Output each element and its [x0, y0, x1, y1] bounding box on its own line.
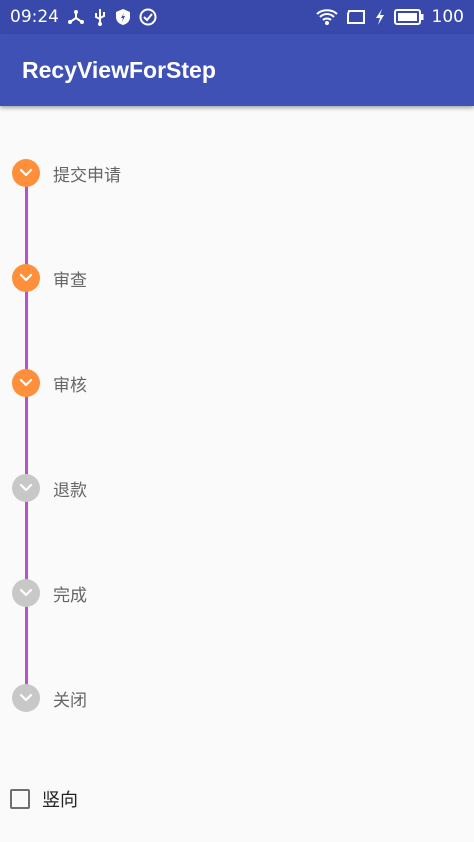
chevron-down-icon: [12, 264, 40, 292]
vertical-toggle[interactable]: 竖向: [10, 786, 78, 812]
usb-debug-icon: [93, 8, 107, 26]
vertical-checkbox[interactable]: [10, 789, 30, 809]
step-connector-line: [25, 173, 28, 698]
screen-icon: [346, 9, 366, 25]
step-label: 完成: [53, 585, 87, 606]
shield-icon: [115, 8, 131, 26]
status-bar-left: 09:24: [10, 7, 157, 27]
battery-icon: [393, 9, 424, 25]
app-title: RecyViewForStep: [22, 56, 216, 83]
vertical-checkbox-label: 竖向: [42, 790, 78, 811]
chevron-down-icon: [12, 369, 40, 397]
chevron-down-icon: [12, 579, 40, 607]
check-circle-icon: [139, 8, 157, 26]
usb-connection-icon: [67, 9, 85, 25]
status-bar-right: 100: [315, 7, 464, 27]
app-bar: RecyViewForStep: [0, 34, 474, 106]
status-bar: 09:24 100: [0, 0, 474, 34]
charging-icon: [374, 8, 386, 26]
step-item: 审查: [12, 264, 87, 292]
step-item: 审核: [12, 369, 87, 397]
step-label: 关闭: [53, 690, 87, 711]
step-label: 审核: [53, 375, 87, 396]
chevron-down-icon: [12, 684, 40, 712]
step-item: 完成: [12, 579, 87, 607]
chevron-down-icon: [12, 474, 40, 502]
status-time: 09:24: [10, 7, 59, 27]
step-list: 提交申请审查审核退款完成关闭: [0, 106, 474, 766]
step-label: 提交申请: [53, 165, 121, 186]
step-item: 提交申请: [12, 159, 121, 187]
step-item: 退款: [12, 474, 87, 502]
chevron-down-icon: [12, 159, 40, 187]
step-item: 关闭: [12, 684, 87, 712]
battery-level: 100: [431, 7, 464, 27]
step-label: 审查: [53, 270, 87, 291]
step-label: 退款: [53, 480, 87, 501]
wifi-icon: [315, 8, 338, 26]
